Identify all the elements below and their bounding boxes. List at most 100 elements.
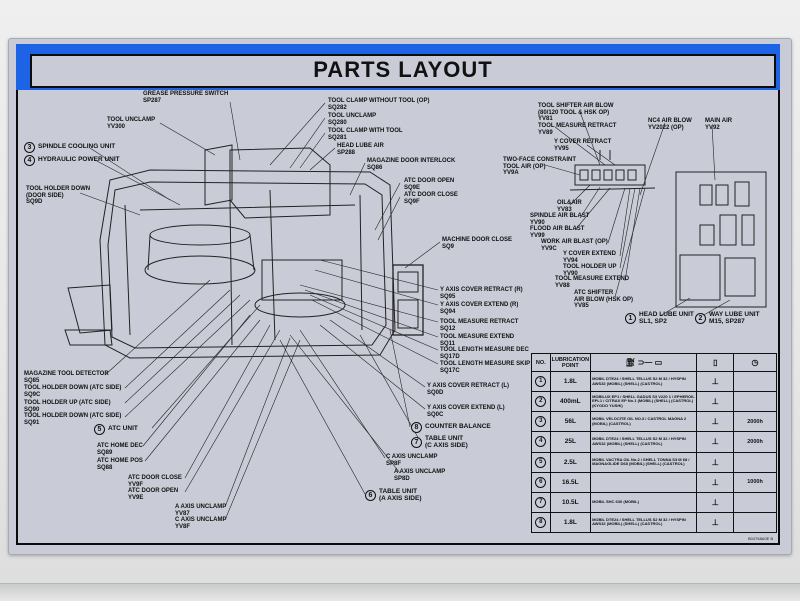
row-level-icon: ⊥ xyxy=(696,411,735,433)
label-tool-holder-up-atc: TOOL HOLDER UP (ATC SIDE)SQ90 xyxy=(24,400,111,413)
rotary-table xyxy=(254,292,346,318)
level-gauge-icon: ▯ xyxy=(713,358,718,367)
diagram-area xyxy=(16,90,780,545)
clock-icon: ◷ xyxy=(751,358,759,367)
row-oil: MOBIL VELOCITE OIL NO.3 / CASTROL MAGNA … xyxy=(590,411,698,433)
chip-tray xyxy=(67,284,113,334)
level-icon: ⊥ xyxy=(711,417,719,427)
label-table-unit-c: 7TABLE UNIT(C AXIS SIDE) xyxy=(411,435,468,449)
machine-panel-edge xyxy=(0,583,800,601)
row-interval xyxy=(733,370,777,393)
header-level-icon: ▯ xyxy=(696,353,735,372)
row-no: 5 xyxy=(531,451,551,473)
oil-can-icon: ⛽︎ ⊃— ▭ xyxy=(625,358,663,367)
row-amount: 400mL xyxy=(549,391,592,413)
row-amount: 16.5L xyxy=(549,471,592,493)
row-no: 2 xyxy=(531,391,551,413)
table-header-row: NO. LUBRICATION POINT ⛽︎ ⊃— ▭ ▯ ◷ xyxy=(531,353,777,372)
header-time-icon: ◷ xyxy=(733,353,777,372)
row-no: 3 xyxy=(531,411,551,433)
row-no: 8 xyxy=(531,511,551,534)
row-no: 7 xyxy=(531,491,551,513)
label-table-unit-a: 6TABLE UNIT(A AXIS SIDE) xyxy=(365,488,422,502)
row-level-icon: ⊥ xyxy=(696,431,735,453)
level-icon: ⊥ xyxy=(711,397,719,407)
row-interval: 2000h xyxy=(733,431,777,453)
row-amount: 10.5L xyxy=(549,491,592,513)
row-oil: MOBIL DTE24 / SHELL TELLUS S2 M 32 / HYS… xyxy=(590,511,698,534)
label-tool-shifter-air-blow: TOOL SHIFTER AIR BLOW(80/120 TOOL & HSK … xyxy=(538,103,614,122)
label-tool-holder-down-atc: TOOL HOLDER DOWN (ATC SIDE)SQ9C xyxy=(24,385,122,398)
footnote: B04768A0E B xyxy=(748,536,774,541)
level-icon: ⊥ xyxy=(711,497,719,507)
row-oil: MOBIL SHC 630 (MOBIL) xyxy=(590,491,698,513)
row-level-icon: ⊥ xyxy=(696,471,735,493)
row-no: 4 xyxy=(531,431,551,453)
level-icon: ⊥ xyxy=(711,377,719,387)
row-interval: 1000h xyxy=(733,471,777,493)
row-oil: MOBIL VACTRA OIL No.2 / SHELL TONNA S3 M… xyxy=(590,451,698,473)
page-title: PARTS LAYOUT xyxy=(313,57,493,82)
header-lubrication-point: LUBRICATION POINT xyxy=(549,353,592,372)
row-interval: 2000h xyxy=(733,411,777,433)
label-tool-holder-down-atc-2: TOOL HOLDER DOWN (ATC SIDE)SQ91 xyxy=(24,413,122,426)
row-amount: 2.5L xyxy=(549,451,592,473)
row-amount: 25L xyxy=(549,431,592,453)
row-level-icon: ⊥ xyxy=(696,391,735,413)
row-interval xyxy=(733,391,777,413)
row-level-icon: ⊥ xyxy=(696,370,735,393)
row-no: 1 xyxy=(531,370,551,393)
label-work-air-blast: WORK AIR BLAST (OP)YV9C xyxy=(541,239,608,252)
level-icon: ⊥ xyxy=(711,477,719,487)
header-no: NO. xyxy=(531,353,551,372)
label-tool-holder-down-door: TOOL HOLDER DOWN(DOOR SIDE)SQ9D xyxy=(26,186,91,205)
level-icon: ⊥ xyxy=(711,437,719,447)
level-icon: ⊥ xyxy=(711,457,719,467)
level-icon: ⊥ xyxy=(711,517,719,527)
row-oil: MOBIL DTE24 / SHELL TELLUS S2 M 32 / HYS… xyxy=(590,431,698,453)
label-y-cover-extend-r: Y AXIS COVER EXTEND (R)SQ94 xyxy=(440,302,519,315)
label-y-cover-retract-l: Y AXIS COVER RETRACT (L)SQ0D xyxy=(427,383,510,396)
row-oil: MOBILUX EP1 / SHELL GADUS S3 V220 1 / EP… xyxy=(590,391,698,413)
row-amount: 56L xyxy=(549,411,592,433)
